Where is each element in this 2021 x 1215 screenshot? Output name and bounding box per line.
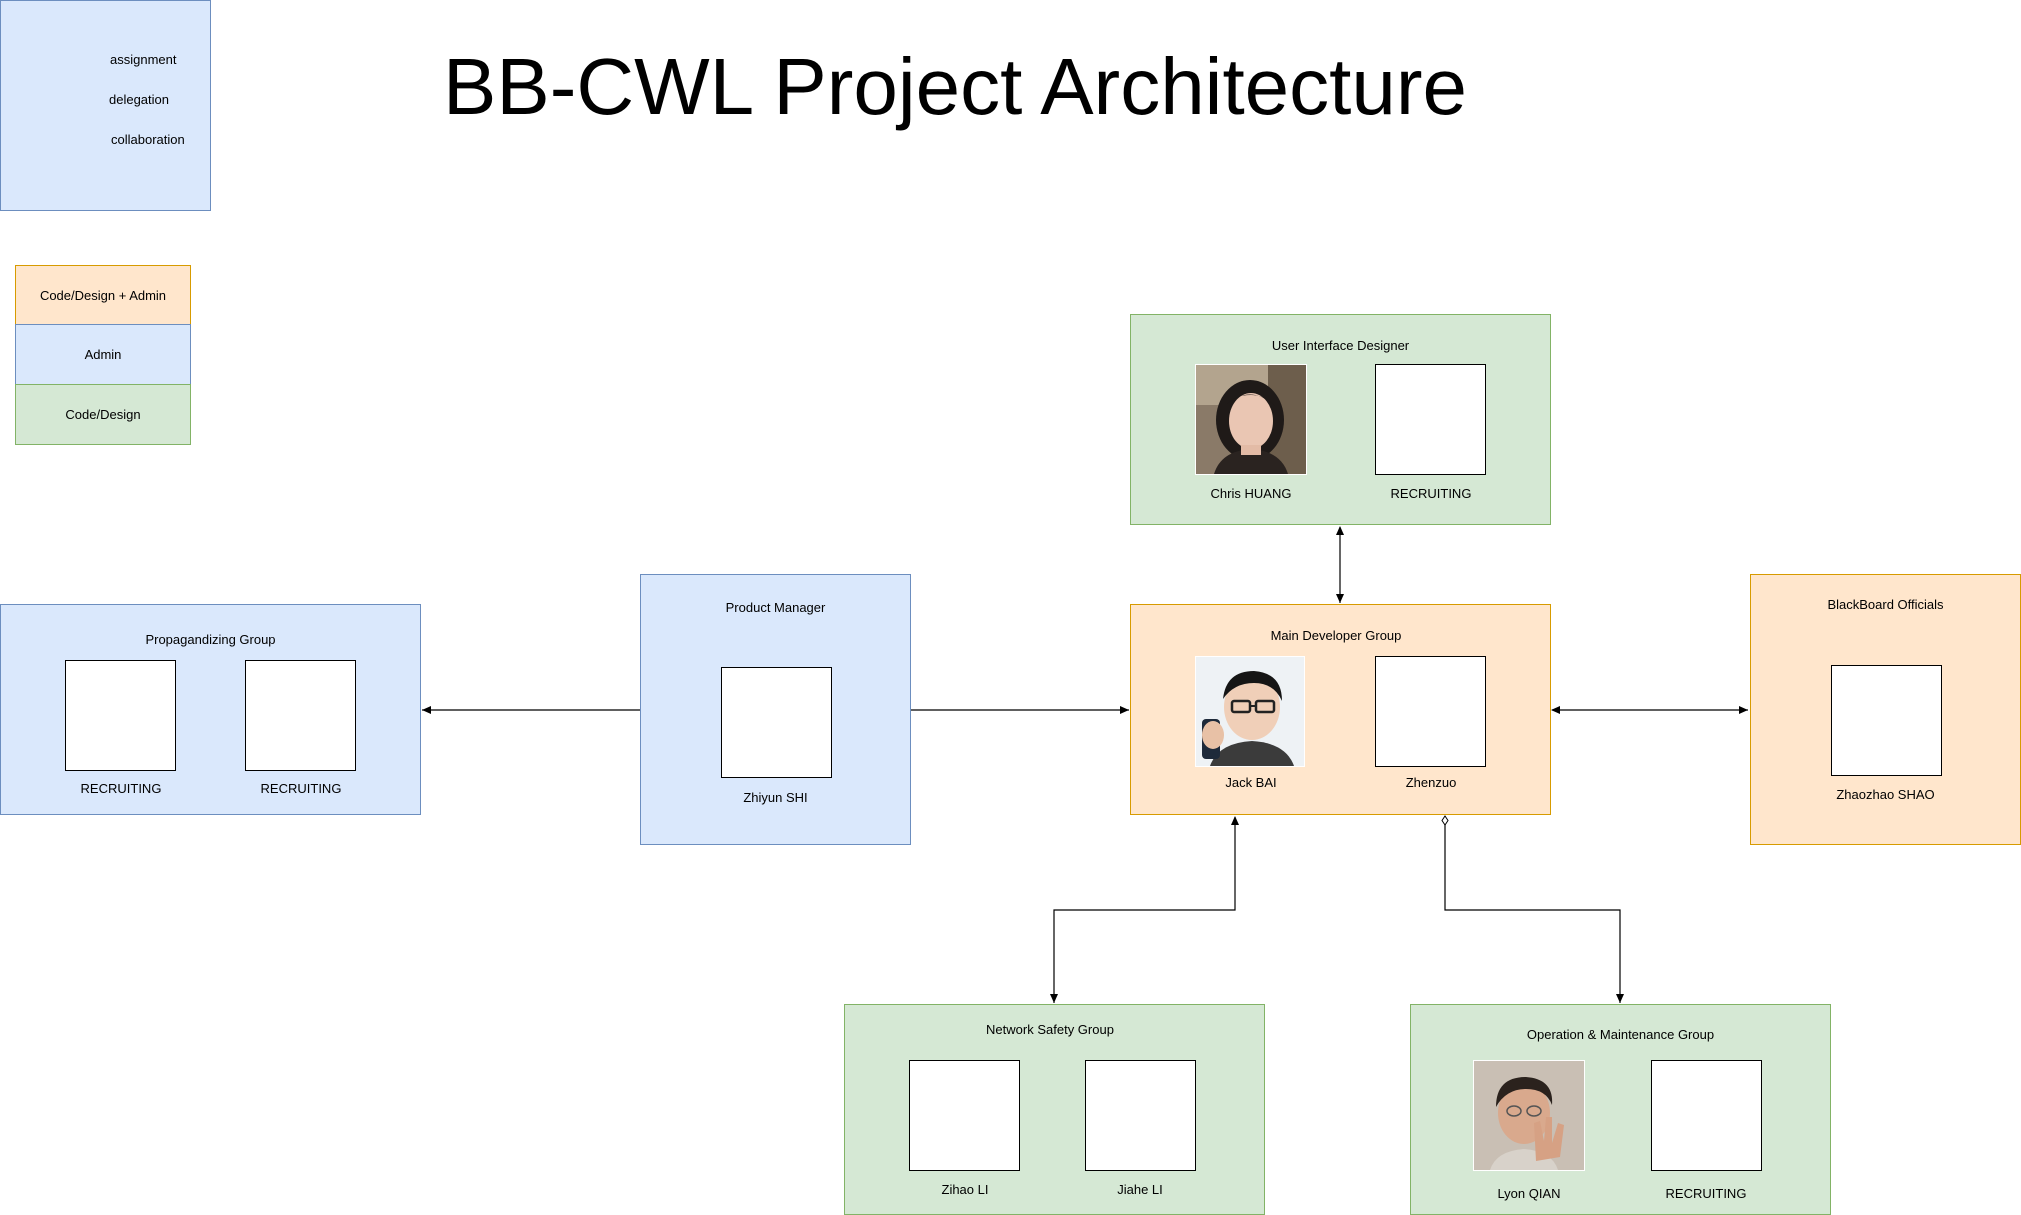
ui-designer-group: User Interface Designer Chris HUANG RECR… [1130, 314, 1551, 525]
propagandizing-recruiting-label-1: RECRUITING [80, 781, 162, 796]
zhenzuo-name: Zhenzuo [1405, 775, 1457, 790]
legend-assignment-label: assignment [110, 52, 177, 67]
arrow-legend: assignment delegation collaboration [0, 0, 211, 211]
blackboard-officials-label: BlackBoard Officials [1827, 597, 1944, 612]
jack-bai-name: Jack BAI [1225, 775, 1277, 790]
legend-code-design-admin-label: Code/Design + Admin [39, 287, 167, 303]
chris-huang-name: Chris HUANG [1210, 486, 1292, 501]
lyon-qian-name: Lyon QIAN [1497, 1186, 1561, 1201]
page-title: BB-CWL Project Architecture [443, 42, 1468, 131]
legend-code-design-admin: Code/Design + Admin [15, 265, 191, 325]
zhiyun-shi-name: Zhiyun SHI [743, 790, 808, 805]
legend-admin: Admin [15, 324, 191, 385]
legend-collaboration-label: collaboration [111, 132, 185, 147]
propagandizing-recruiting-label-2: RECRUITING [260, 781, 342, 796]
product-manager-group: Product Manager Zhiyun SHI [640, 574, 911, 845]
main-developer-group: Main Developer Group Jack BAI Zhenzuo [1130, 604, 1551, 815]
ops-recruiting-slot [1651, 1060, 1762, 1171]
operation-maintenance-group-label: Operation & Maintenance Group [1526, 1027, 1715, 1042]
zhaozhao-shao-name: Zhaozhao SHAO [1836, 787, 1935, 802]
operation-maintenance-group: Operation & Maintenance Group Lyon QIAN … [1410, 1004, 1831, 1215]
network-safety-group: Network Safety Group Zihao LI Jiahe LI [844, 1004, 1265, 1215]
maindev-network-collab-arrow [1050, 816, 1239, 1003]
network-safety-group-label: Network Safety Group [986, 1022, 1114, 1037]
chris-huang-avatar [1195, 364, 1307, 475]
propagandizing-group-label: Propagandizing Group [145, 632, 276, 647]
zihao-li-slot [909, 1060, 1020, 1171]
zihao-li-name: Zihao LI [941, 1182, 989, 1197]
propagandizing-recruiting-slot-1 [65, 660, 176, 771]
ops-recruiting-label: RECRUITING [1665, 1186, 1747, 1201]
maindev-ops-delegation-arrow [1441, 815, 1624, 1003]
zhiyun-shi-slot [721, 667, 832, 778]
legend-code-design: Code/Design [15, 384, 191, 445]
propagandizing-recruiting-slot-2 [245, 660, 356, 771]
blackboard-officials-group: BlackBoard Officials Zhaozhao SHAO [1750, 574, 2021, 845]
legend-code-design-label: Code/Design [65, 407, 141, 422]
jiahe-li-name: Jiahe LI [1117, 1182, 1163, 1197]
ui-designer-group-label: User Interface Designer [1271, 338, 1410, 353]
jack-bai-avatar [1195, 656, 1305, 767]
ui-designer-recruiting-slot [1375, 364, 1486, 475]
jiahe-li-slot [1085, 1060, 1196, 1171]
main-developer-group-label: Main Developer Group [1270, 628, 1402, 643]
ui-designer-recruiting-label: RECRUITING [1390, 486, 1472, 501]
legend-admin-label: Admin [84, 347, 122, 362]
legend-delegation-label: delegation [109, 92, 169, 107]
zhenzuo-slot [1375, 656, 1486, 767]
lyon-qian-avatar [1473, 1060, 1585, 1171]
product-manager-label: Product Manager [725, 600, 826, 615]
zhaozhao-shao-slot [1831, 665, 1942, 776]
propagandizing-group: Propagandizing Group RECRUITING RECRUITI… [0, 604, 421, 815]
